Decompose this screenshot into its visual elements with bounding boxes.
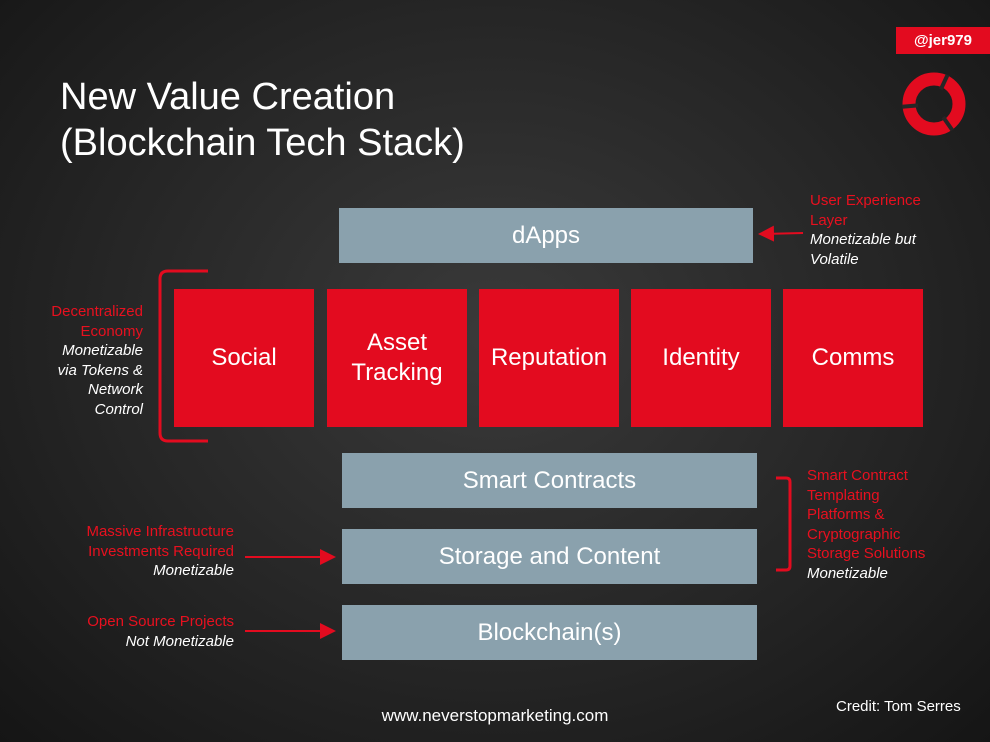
note-economy-line-4: via Tokens & (57, 361, 143, 379)
note-economy-line-1: Decentralized (51, 303, 143, 320)
note-infra-line-3: Monetizable (153, 562, 234, 579)
brand-logo-icon (901, 72, 966, 136)
note-smart-contract-platforms: Smart Contract Templating Platforms & Cr… (807, 466, 925, 583)
note-economy-line-2: Economy (80, 322, 143, 340)
platforms-bracket (776, 476, 792, 572)
note-platforms-line-3: Platforms & (807, 506, 885, 523)
app-box-identity: Identity (631, 289, 771, 427)
app-box-asset-tracking: Asset Tracking (327, 289, 467, 427)
note-economy: Decentralized Economy Monetizable via To… (20, 302, 143, 419)
title-line-2: (Blockchain Tech Stack) (60, 122, 465, 164)
app-box-reputation: Reputation (479, 289, 619, 427)
footer-website: www.neverstopmarketing.com (381, 706, 609, 725)
note-platforms-line-4: Cryptographic (807, 525, 901, 543)
ux-layer-arrow (758, 225, 804, 242)
note-open-source-line-1: Open Source Projects (87, 613, 234, 630)
note-economy-line-5: Network (87, 381, 143, 398)
layer-smart-contracts: Smart Contracts (342, 453, 757, 508)
note-platforms-line-5: Storage Solutions (807, 545, 926, 562)
note-economy-line-3: Monetizable (62, 342, 143, 359)
note-platforms-line-6: Monetizable (807, 564, 888, 582)
footer-credit: Credit: Tom Serres (836, 698, 961, 715)
note-open-source-line-2: Not Monetizable (125, 632, 234, 650)
note-platforms-line-1: Smart Contract (807, 467, 908, 484)
note-ux-line-1: User Experience (810, 192, 921, 209)
app-box-comms: Comms (783, 289, 923, 427)
note-economy-line-6: Control (94, 400, 143, 418)
layer-blockchain: Blockchain(s) (342, 605, 757, 660)
note-infra-line-2: Investments Required (88, 542, 234, 560)
note-ux-line-4: Volatile (810, 250, 859, 268)
title-line-1: New Value Creation (60, 76, 396, 118)
app-box-social: Social (174, 289, 314, 427)
note-infrastructure: Massive Infrastructure Investments Requi… (30, 522, 234, 581)
note-platforms-line-2: Templating (807, 486, 880, 504)
app-box-asset-tracking-label: Asset Tracking (351, 329, 443, 386)
twitter-handle-badge: @jer979 (896, 27, 990, 54)
page-title: New Value Creation (Blockchain Tech Stac… (60, 74, 465, 166)
note-open-source: Open Source Projects Not Monetizable (30, 612, 234, 651)
layer-dapps: dApps (339, 208, 753, 263)
note-ux-line-2: Layer (810, 211, 848, 229)
note-infra-line-1: Massive Infrastructure (86, 523, 234, 540)
note-ux-line-3: Monetizable but (810, 231, 916, 248)
economy-bracket (158, 269, 208, 443)
note-ux-layer: User Experience Layer Monetizable but Vo… (810, 191, 921, 269)
layer-storage-content: Storage and Content (342, 529, 757, 584)
